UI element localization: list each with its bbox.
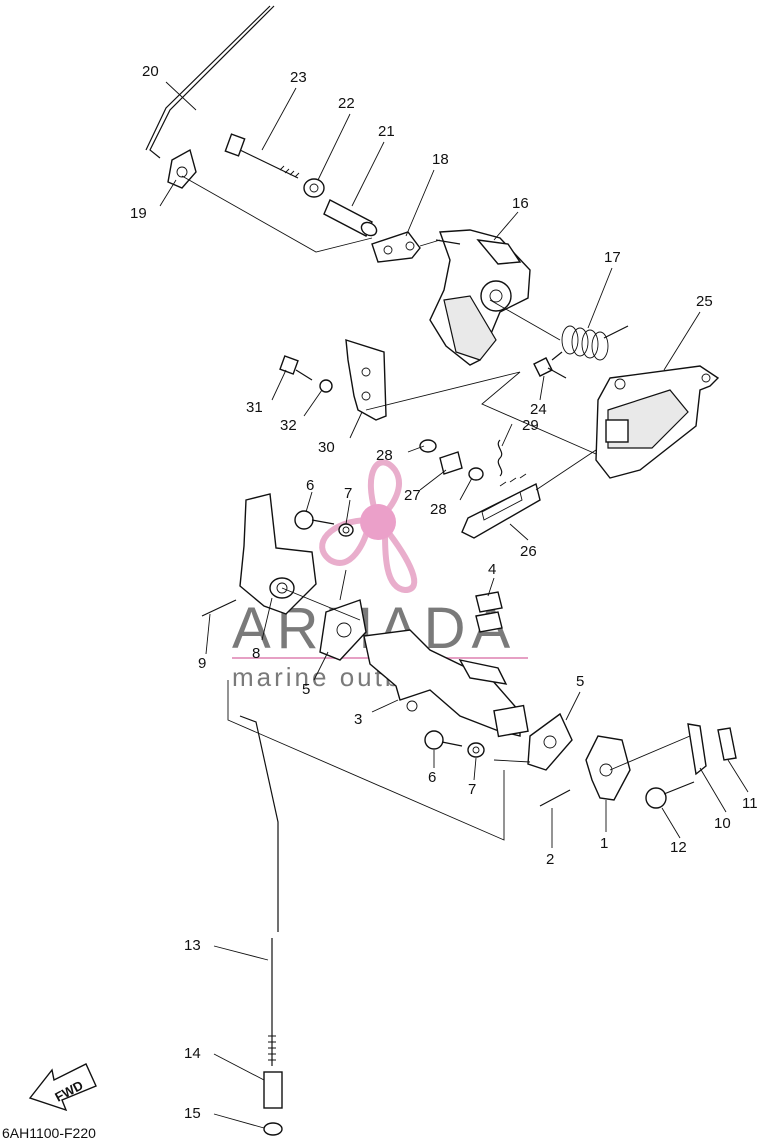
part-4-clip: [475, 591, 503, 633]
part-5-collar-lower: [527, 712, 573, 771]
part-15-nut: [263, 1122, 283, 1136]
part-19-joint: [167, 148, 197, 189]
callout-24: 24: [530, 401, 547, 418]
callout-28-upper: 28: [376, 447, 393, 464]
part-27-collar: [439, 451, 463, 475]
callout-12: 12: [670, 839, 687, 856]
part-25-bracket: [595, 365, 720, 479]
part-12-screw: [645, 781, 695, 809]
callout-32: 32: [280, 417, 297, 434]
part-11-plate: [717, 727, 737, 761]
callout-28-lower: 28: [430, 501, 447, 518]
callout-23: 23: [290, 69, 307, 86]
callout-30: 30: [318, 439, 335, 456]
part-32-washer: [319, 379, 333, 393]
callout-10: 10: [714, 815, 731, 832]
callout-14: 14: [184, 1045, 201, 1062]
part-16-cam: [429, 229, 531, 366]
callout-11: 11: [742, 795, 758, 812]
callout-4: 4: [488, 561, 496, 578]
part-22-washer: [303, 178, 325, 198]
callout-5-lower: 5: [576, 673, 584, 690]
part-26-slider: [461, 473, 541, 539]
part-8-lever: [239, 493, 317, 615]
diagram-code: 6AH1100-F220: [2, 1125, 96, 1141]
callout-29: 29: [522, 417, 539, 434]
callout-5-upper: 5: [302, 681, 310, 698]
callout-19: 19: [130, 205, 147, 222]
part-7-washer-lower: [467, 742, 485, 758]
callout-3: 3: [354, 711, 362, 728]
callout-20: 20: [142, 63, 159, 80]
callout-15: 15: [184, 1105, 201, 1122]
callout-16: 16: [512, 195, 529, 212]
part-3-shaft: [363, 629, 529, 738]
part-13-rod: [239, 715, 279, 1066]
part-5-collar-upper: [319, 599, 367, 661]
callout-13: 13: [184, 937, 201, 954]
part-31-bolt: [279, 355, 313, 381]
part-20-rod: [145, 5, 275, 159]
watermark-logo: [319, 459, 418, 594]
part-23-bolt: [224, 133, 300, 179]
part-21-collar: [323, 199, 378, 237]
part-2-pin: [539, 789, 571, 807]
callout-2: 2: [546, 851, 554, 868]
part-7-washer-upper: [338, 523, 354, 537]
part-14-collar: [263, 1071, 283, 1109]
callout-25: 25: [696, 293, 713, 310]
part-6-bolt-lower: [424, 730, 463, 750]
callout-leaders: [159, 81, 749, 1129]
callout-6-upper: 6: [306, 477, 314, 494]
part-17-spring: [551, 325, 629, 361]
callout-27: 27: [404, 487, 421, 504]
assembly-lines: [181, 175, 691, 841]
part-24-screw: [533, 357, 567, 379]
part-9-pin: [201, 599, 237, 617]
callout-7-lower: 7: [468, 781, 476, 798]
part-28-washer-lower: [468, 467, 484, 481]
part-6-bolt-upper: [294, 510, 335, 530]
part-10-plate: [687, 723, 707, 776]
callout-17: 17: [604, 249, 621, 266]
callout-31: 31: [246, 399, 263, 416]
callout-21: 21: [378, 123, 395, 140]
part-29-clip: [497, 439, 503, 477]
callout-6-lower: 6: [428, 769, 436, 786]
callout-7-upper: 7: [344, 485, 352, 502]
callout-8: 8: [252, 645, 260, 662]
part-30-bracket: [345, 339, 387, 421]
callout-26: 26: [520, 543, 537, 560]
callout-labels: 20 23 22 21 18 16 17 25 19 31 32 30 24 2…: [130, 63, 758, 1122]
part-1-lever: [585, 735, 631, 801]
callout-22: 22: [338, 95, 355, 112]
part-18-link: [371, 231, 421, 263]
callout-1: 1: [600, 835, 608, 852]
callout-18: 18: [432, 151, 449, 168]
forward-arrow: FWD: [28, 1063, 97, 1112]
part-28-washer-upper: [419, 439, 437, 453]
callout-9: 9: [198, 655, 206, 672]
